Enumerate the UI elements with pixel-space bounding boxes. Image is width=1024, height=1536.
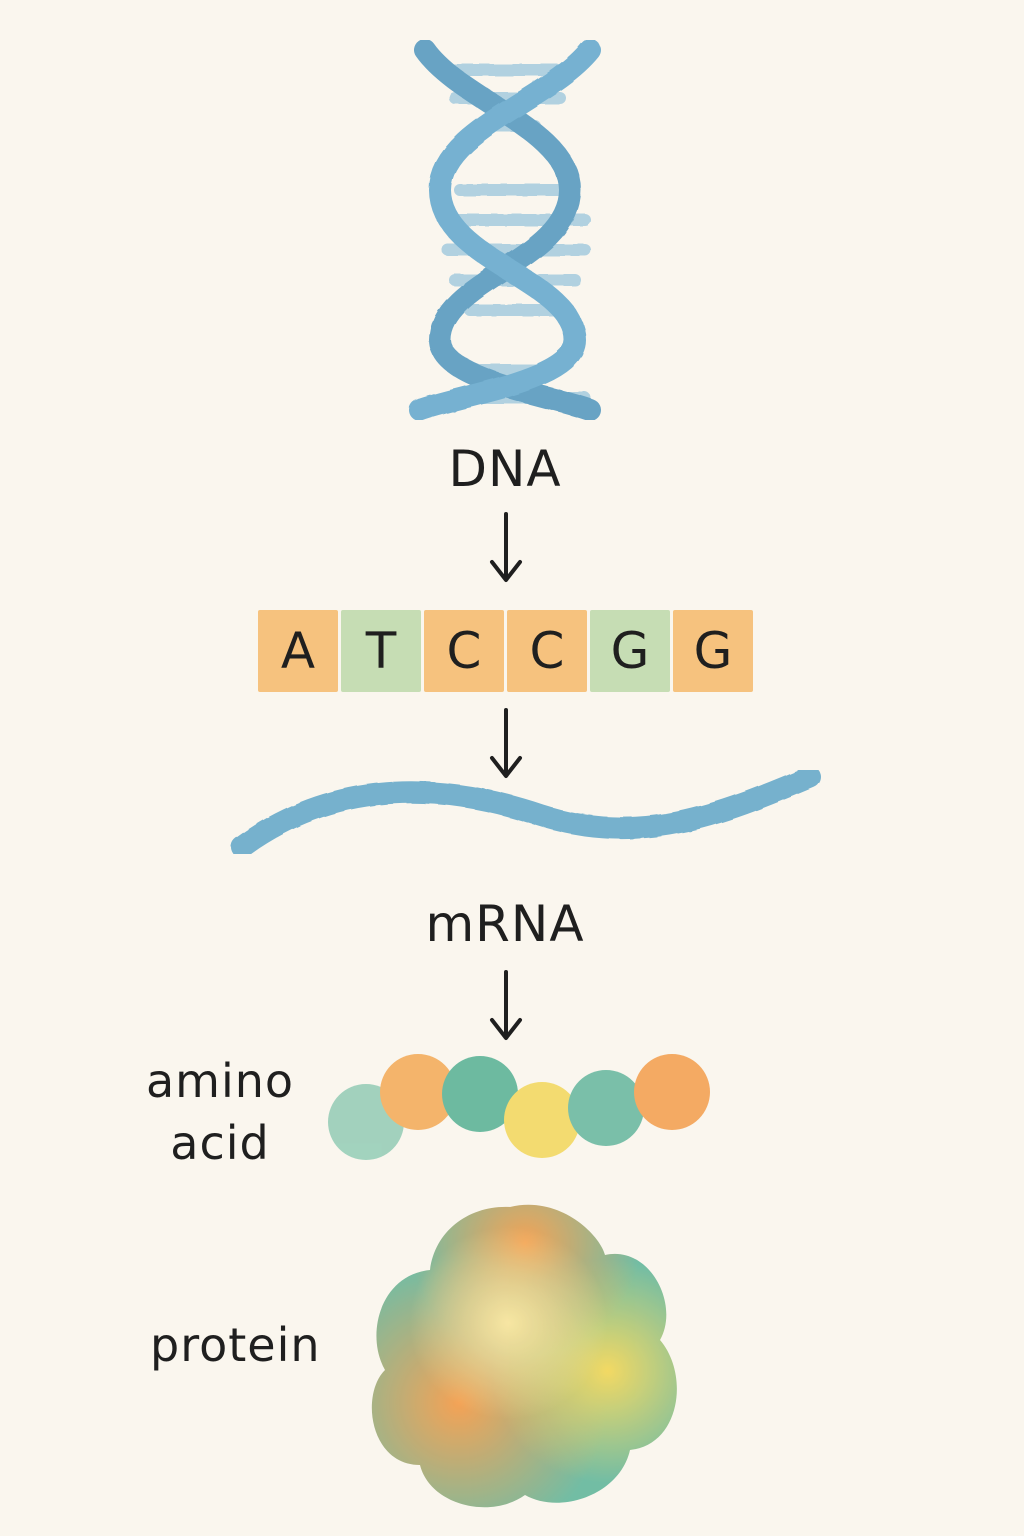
base-box: C <box>507 610 587 692</box>
base-box: C <box>424 610 504 692</box>
amino-acid-bead <box>504 1082 580 1158</box>
dna-label: DNA <box>448 440 562 498</box>
dna-helix-icon <box>409 40 601 420</box>
amino-acid-label: amino acid <box>130 1050 310 1174</box>
base-letter: C <box>529 622 565 680</box>
base-box: G <box>673 610 753 692</box>
arrow-down-icon <box>490 512 522 582</box>
amino-acid-chain-icon <box>328 1054 710 1160</box>
mrna-label: mRNA <box>425 895 585 953</box>
protein-label: protein <box>150 1318 321 1372</box>
arrow-down-icon <box>490 970 522 1040</box>
amino-label-line2: acid <box>170 1116 270 1170</box>
base-letter: A <box>280 622 316 680</box>
protein-blob-icon <box>371 1204 677 1508</box>
amino-label-line1: amino <box>145 1054 295 1108</box>
amino-acid-bead <box>634 1054 710 1130</box>
mrna-strand-icon <box>231 766 821 858</box>
base-box: A <box>258 610 338 692</box>
amino-acid-bead <box>568 1070 644 1146</box>
dna-sequence: A T C C G G <box>258 610 756 692</box>
base-box: G <box>590 610 670 692</box>
base-letter: C <box>446 622 482 680</box>
amino-acid-bead <box>380 1054 456 1130</box>
base-letter: T <box>365 622 397 680</box>
base-letter: G <box>693 622 733 680</box>
amino-acid-bead <box>442 1056 518 1132</box>
base-box: T <box>341 610 421 692</box>
base-letter: G <box>610 622 650 680</box>
arrow-down-icon <box>490 708 522 778</box>
